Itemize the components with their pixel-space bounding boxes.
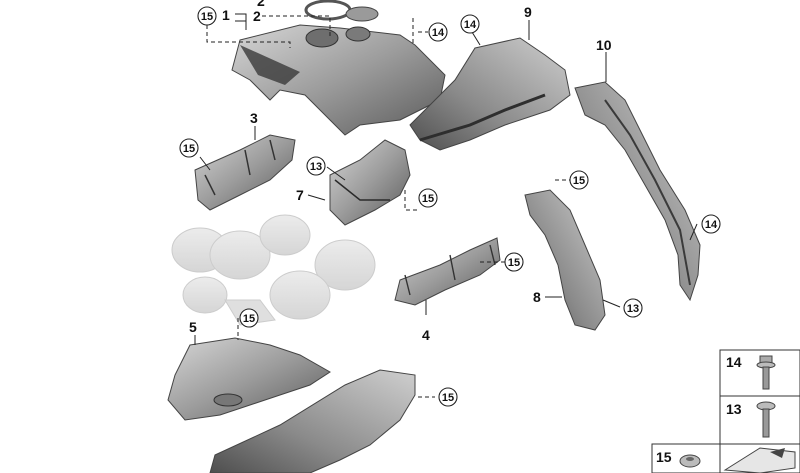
turbocharger-ghost: [171, 214, 376, 326]
heat-shield-bottom: [209, 369, 416, 473]
label-2b: 2: [253, 8, 261, 24]
label-3: 3: [250, 110, 258, 126]
legend-label-13: 13: [726, 401, 742, 417]
stud-bolt-icon: [756, 401, 776, 438]
heat-shield-7: [329, 139, 411, 226]
heat-shield-9: [409, 37, 571, 151]
heat-shield-3: [194, 134, 296, 211]
label-10: 10: [596, 37, 612, 53]
callout-15-center: 15: [504, 252, 524, 272]
legend-label-14: 14: [726, 354, 742, 370]
heat-shield-5: [167, 337, 331, 421]
callout-13-right: 13: [623, 298, 643, 318]
svg-text:15: 15: [201, 11, 213, 23]
label-1: 1: [222, 7, 230, 23]
svg-text:15: 15: [508, 257, 520, 269]
callout-13-mid: 13: [306, 156, 326, 176]
heat-shield-8: [524, 189, 606, 331]
callout-15-lower: 15: [239, 308, 259, 328]
legend-label-15: 15: [656, 449, 672, 465]
callout-15-right: 15: [569, 170, 589, 190]
label-8: 8: [533, 289, 541, 305]
svg-text:15: 15: [243, 313, 255, 325]
svg-text:13: 13: [310, 161, 322, 173]
heat-shield-top: [231, 0, 446, 136]
svg-text:13: 13: [627, 303, 639, 315]
label-2a: 2: [257, 0, 265, 9]
callout-15-top: 15: [197, 6, 217, 26]
heat-shield-4: [394, 237, 501, 306]
leader-lines: [194, 13, 698, 398]
callout-14-top: 14: [428, 22, 448, 42]
callout-15-bottom: 15: [438, 387, 458, 407]
label-4: 4: [422, 327, 430, 343]
flange-bolt-icon: [756, 355, 776, 390]
callout-15-left: 15: [179, 138, 199, 158]
hex-nut-icon: [679, 454, 701, 468]
label-5: 5: [189, 319, 197, 335]
svg-text:15: 15: [183, 143, 195, 155]
svg-text:15: 15: [422, 193, 434, 205]
callout-15-mid: 15: [418, 188, 438, 208]
svg-text:15: 15: [442, 392, 454, 404]
svg-text:15: 15: [573, 175, 585, 187]
callout-14-mid: 14: [460, 14, 480, 34]
svg-text:14: 14: [464, 19, 477, 31]
svg-text:14: 14: [705, 219, 718, 231]
callout-14-right: 14: [701, 214, 721, 234]
fastener-legend: [651, 349, 800, 473]
label-9: 9: [524, 4, 532, 20]
svg-text:14: 14: [432, 27, 445, 39]
heat-shield-10: [574, 81, 701, 302]
label-7: 7: [296, 187, 304, 203]
